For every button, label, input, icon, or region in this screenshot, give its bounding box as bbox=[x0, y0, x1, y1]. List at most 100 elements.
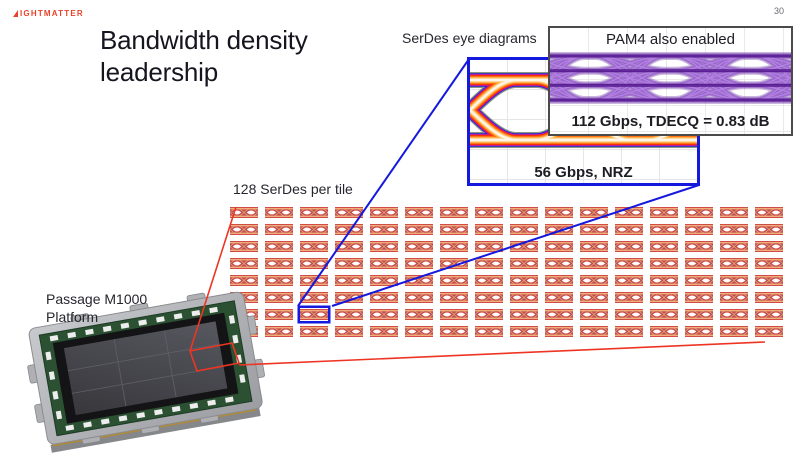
eye-diagram-cell bbox=[720, 223, 748, 236]
eye-diagram-cell bbox=[580, 274, 608, 287]
eye-diagram-cell bbox=[510, 308, 538, 321]
eye-diagram-cell bbox=[580, 291, 608, 304]
eye-diagram-cell bbox=[650, 291, 678, 304]
eye-diagram-cell bbox=[300, 274, 328, 287]
eye-diagram-cell bbox=[755, 291, 783, 304]
eye-diagram-cell bbox=[615, 240, 643, 253]
eye-diagram-cell bbox=[615, 325, 643, 338]
eye-diagram-cell bbox=[300, 223, 328, 236]
eye-diagram-cell bbox=[405, 223, 433, 236]
eye-diagram-cell bbox=[650, 240, 678, 253]
eye-diagram-cell bbox=[475, 240, 503, 253]
eye-diagram-cell bbox=[265, 308, 293, 321]
eye-diagram-cell bbox=[300, 206, 328, 219]
eye-diagram-cell bbox=[335, 274, 363, 287]
eye-diagram-cell bbox=[510, 257, 538, 270]
eye-diagram-cell bbox=[265, 223, 293, 236]
eye-diagram-cell bbox=[720, 291, 748, 304]
eye-diagram-cell bbox=[580, 325, 608, 338]
page-number: 30 bbox=[773, 6, 784, 16]
eye-diagram-cell bbox=[335, 206, 363, 219]
eye-diagram-cell bbox=[335, 291, 363, 304]
logo-triangle-icon bbox=[13, 10, 18, 17]
eye-diagram-cell bbox=[265, 274, 293, 287]
eye-diagram-cell bbox=[580, 240, 608, 253]
eye-diagram-cell bbox=[510, 240, 538, 253]
label-passage-m1000-platform: Passage M1000 Platform bbox=[46, 291, 148, 326]
eye-diagram-cell bbox=[510, 291, 538, 304]
eye-diagram-cell bbox=[650, 257, 678, 270]
eye-diagram-cell bbox=[265, 206, 293, 219]
logo-text: IGHTMATTER bbox=[20, 9, 84, 18]
eye-diagram-cell bbox=[720, 206, 748, 219]
eye-diagram-cell bbox=[650, 223, 678, 236]
eye-diagram-cell bbox=[370, 223, 398, 236]
eye-diagram-cell bbox=[440, 240, 468, 253]
lightmatter-logo: IGHTMATTER bbox=[13, 9, 84, 18]
eye-diagram-cell bbox=[755, 223, 783, 236]
eye-diagram-cell bbox=[405, 240, 433, 253]
eye-diagram-cell bbox=[335, 223, 363, 236]
eye-diagram-cell bbox=[300, 240, 328, 253]
eye-diagram-cell bbox=[475, 206, 503, 219]
pam4-inset: PAM4 also enabled 112 Gbps, TDECQ = 0.83… bbox=[548, 26, 793, 136]
eye-diagram-cell bbox=[265, 257, 293, 270]
pcb-components bbox=[45, 306, 246, 431]
eye-diagram-cell bbox=[370, 291, 398, 304]
serdes-eye-grid bbox=[230, 206, 783, 338]
eye-diagram-cell bbox=[650, 206, 678, 219]
eye-diagram-cell bbox=[370, 274, 398, 287]
eye-diagram-cell bbox=[335, 257, 363, 270]
photonic-die bbox=[63, 321, 228, 416]
eye-diagram-cell bbox=[650, 274, 678, 287]
eye-diagram-cell bbox=[300, 257, 328, 270]
eye-diagram-cell bbox=[440, 291, 468, 304]
eye-diagram-cell bbox=[755, 308, 783, 321]
eye-diagram-cell bbox=[580, 223, 608, 236]
eye-diagram-cell bbox=[685, 206, 713, 219]
eye-diagram-cell-highlighted bbox=[300, 308, 328, 321]
eye-diagram-cell bbox=[510, 274, 538, 287]
eye-diagram-cell bbox=[755, 240, 783, 253]
eye-diagram-cell bbox=[580, 308, 608, 321]
eye-diagram-cell bbox=[720, 308, 748, 321]
eye-diagram-cell bbox=[440, 308, 468, 321]
eye-diagram-cell bbox=[720, 240, 748, 253]
eye-diagram-cell bbox=[545, 257, 573, 270]
eye-diagram-cell bbox=[615, 257, 643, 270]
eye-diagram-cell bbox=[685, 274, 713, 287]
eye-diagram-cell bbox=[300, 291, 328, 304]
eye-diagram-cell bbox=[755, 274, 783, 287]
eye-diagram-cell bbox=[545, 291, 573, 304]
eye-diagram-cell bbox=[230, 223, 258, 236]
eye-diagram-cell bbox=[580, 257, 608, 270]
eye-diagram-cell bbox=[230, 257, 258, 270]
eye-diagram-cell bbox=[370, 240, 398, 253]
eye-diagram-cell bbox=[685, 257, 713, 270]
eye-diagram-cell bbox=[440, 223, 468, 236]
eye-diagram-cell bbox=[545, 308, 573, 321]
eye-diagram-cell bbox=[545, 206, 573, 219]
eye-diagram-cell bbox=[615, 274, 643, 287]
eye-diagram-cell bbox=[545, 223, 573, 236]
eye-diagram-cell bbox=[720, 274, 748, 287]
eye-diagram-cell bbox=[405, 308, 433, 321]
eye-diagram-cell bbox=[615, 291, 643, 304]
eye-diagram-cell bbox=[685, 308, 713, 321]
eye-diagram-cell bbox=[685, 223, 713, 236]
label-serdes-per-tile: 128 SerDes per tile bbox=[233, 181, 353, 197]
eye-diagram-cell bbox=[755, 325, 783, 338]
eye-diagram-cell bbox=[650, 325, 678, 338]
eye-diagram-cell bbox=[230, 206, 258, 219]
eye-diagram-cell bbox=[510, 206, 538, 219]
eye-diagram-cell bbox=[405, 325, 433, 338]
eye-diagram-cell bbox=[545, 240, 573, 253]
eye-diagram-cell bbox=[545, 274, 573, 287]
label-serdes-eye-diagrams: SerDes eye diagrams bbox=[402, 30, 537, 46]
eye-diagram-cell bbox=[510, 223, 538, 236]
eye-diagram-cell bbox=[265, 240, 293, 253]
eye-diagram-cell bbox=[440, 274, 468, 287]
pam4-title: PAM4 also enabled bbox=[606, 31, 735, 48]
eye-diagram-cell bbox=[265, 291, 293, 304]
eye-diagram-cell bbox=[475, 308, 503, 321]
